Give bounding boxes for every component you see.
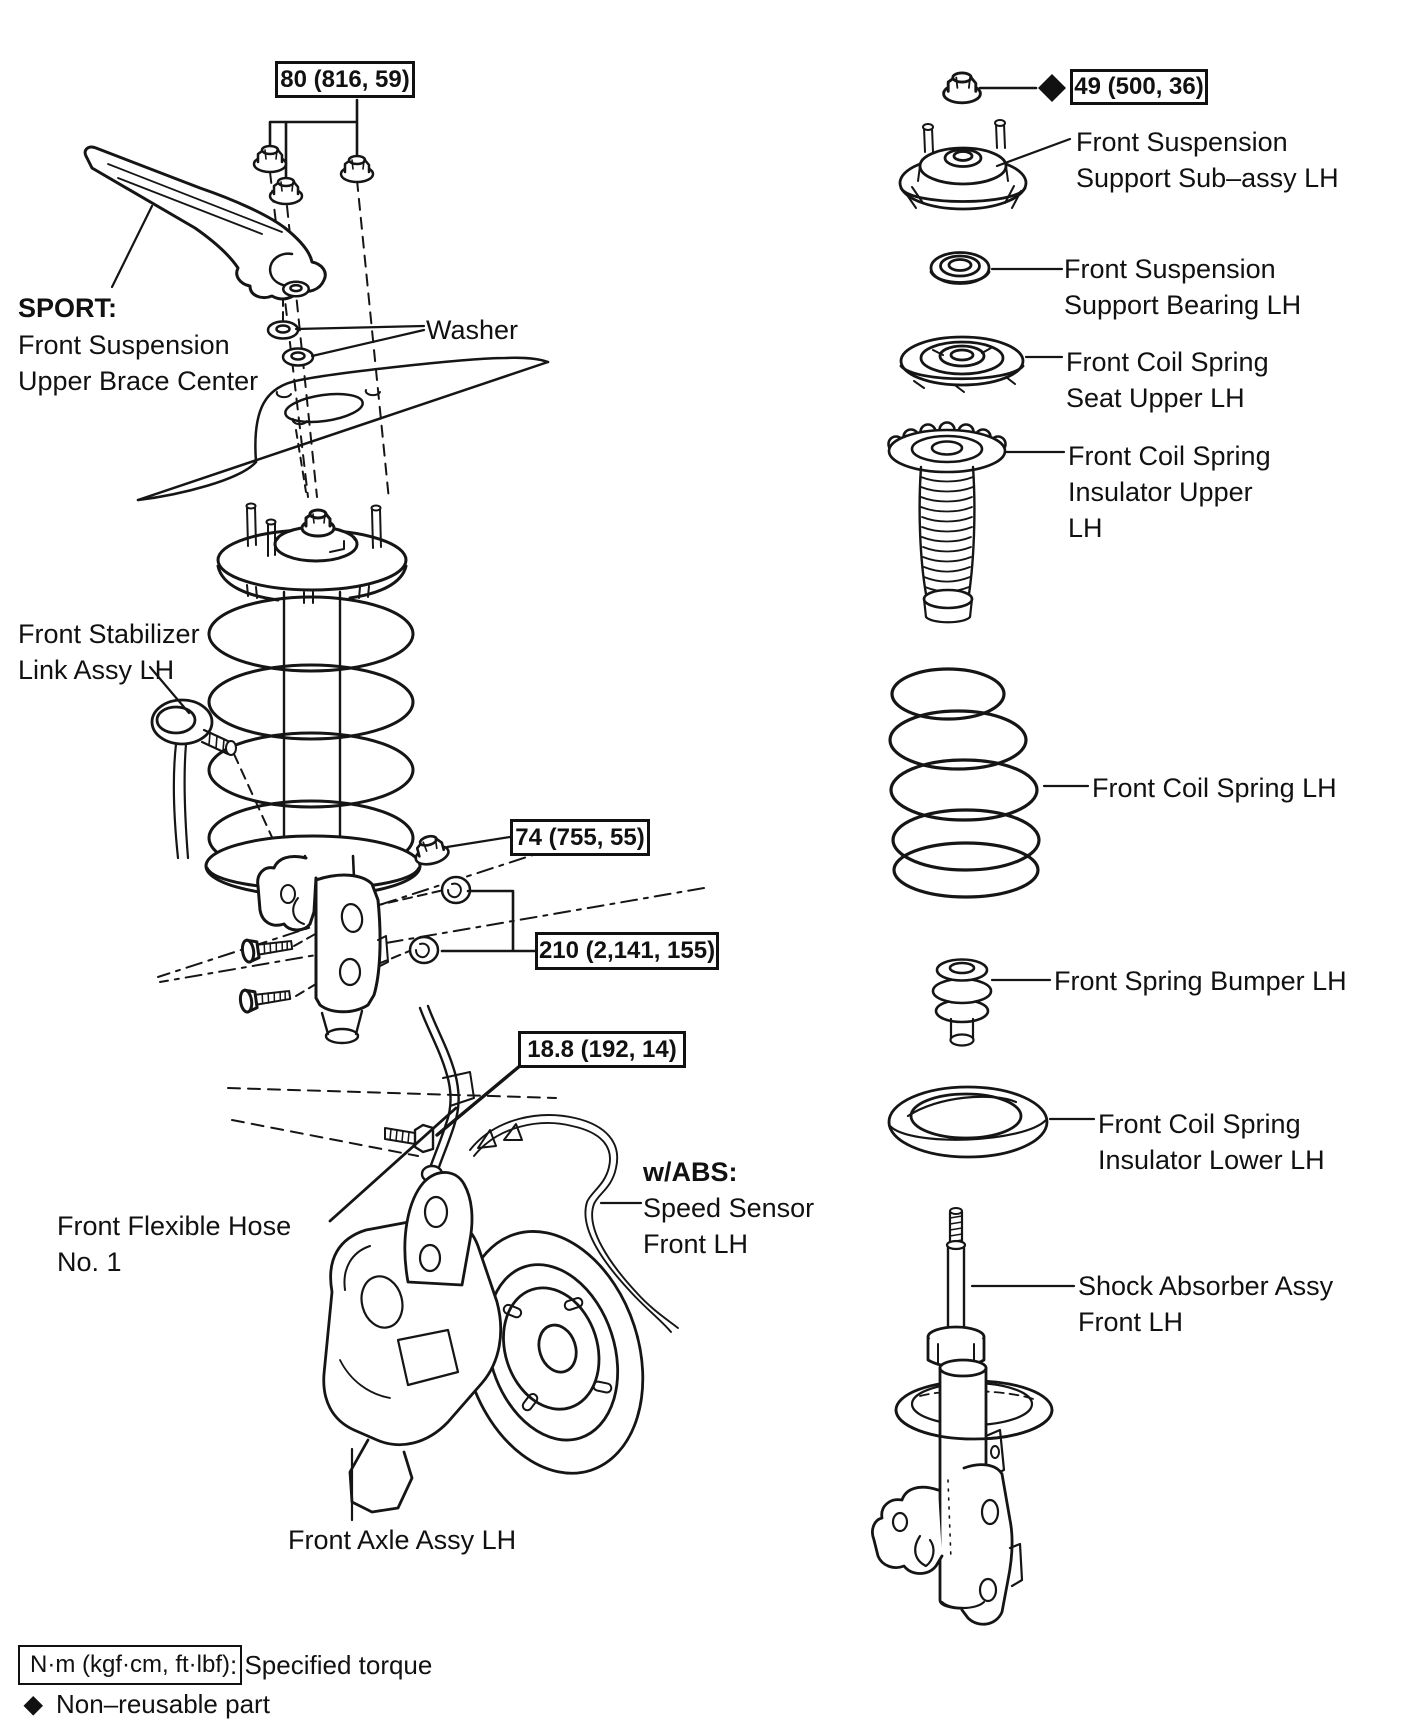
stabilizer-link-label: Front Stabilizer Link Assy LH [18,619,200,685]
support-nut-art [942,71,982,105]
spring-insulator-lower-label: Front Coil Spring Insulator Lower LH [1098,1109,1325,1175]
spring-seat-upper-art [899,335,1025,393]
flexible-hose-label: Front Flexible Hose No. 1 [57,1211,292,1277]
spring-bumper-label: Front Spring Bumper LH [1054,966,1347,996]
torque-box-upper-brace: 80 (816, 59) [275,61,415,98]
speed-sensor-label: Speed Sensor Front LH [643,1193,815,1259]
support-subassy-label: Front Suspension Support Sub–assy LH [1076,127,1339,193]
strut-tower-plate-art [136,356,550,502]
spring-insulator-lower-art [887,1085,1049,1159]
non-reusable-legend-text: Non–reusable part [56,1689,270,1719]
spring-insulator-upper-art [887,421,1007,624]
support-subassy-art [898,119,1028,211]
torque-box-knuckle-bolts: 210 (2,141, 155) [535,932,719,970]
strut-assembly-art [204,502,422,1045]
coil-spring-label: Front Coil Spring LH [1092,773,1337,803]
non-reusable-diamond-glyph: ◆ [24,1691,43,1718]
torque-legend-text: : Specified torque [230,1650,433,1680]
torque-80-leaders [268,98,359,181]
front-axle-label: Front Axle Assy LH [288,1525,517,1555]
spring-insulator-upper-label: Front Coil Spring Insulator Upper LH [1068,441,1271,543]
washer-leaders [294,324,426,358]
stabilizer-nut-art [409,831,452,869]
spring-seat-upper-label: Front Coil Spring Seat Upper LH [1066,347,1269,413]
torque-box-flexible-hose: 18.8 (192, 14) [518,1031,686,1068]
non-reusable-diamond-icon [1038,74,1066,102]
speed-sensor-art [469,1114,679,1333]
abs-heading-label: w/ABS: [643,1157,738,1187]
shock-absorber-art [871,1207,1054,1626]
shock-absorber-label: Shock Absorber Assy Front LH [1078,1271,1334,1337]
torque-box-support-nut: 49 (500, 36) [1070,69,1208,105]
hose-bolt-art [384,1123,435,1154]
torque-unit-box: N·m (kgf·cm, ft·lbf) [18,1645,242,1685]
upper-brace-label: Front Suspension Upper Brace Center [18,330,259,396]
sport-heading-label: SPORT: [18,293,118,323]
brace-nuts-art [252,144,375,206]
support-bearing-art [929,251,991,285]
support-bearing-label: Front Suspension Support Bearing LH [1064,254,1302,320]
washer-label: Washer [426,315,519,345]
upper-brace-art [83,145,327,301]
leader-lines [110,86,1096,1522]
torque-box-stabilizer-link: 74 (755, 55) [510,819,650,856]
knuckle-brake-art [322,1171,645,1514]
spring-bumper-art [931,958,993,1047]
stabilizer-link-art [150,698,237,860]
coil-spring-art [888,667,1041,899]
